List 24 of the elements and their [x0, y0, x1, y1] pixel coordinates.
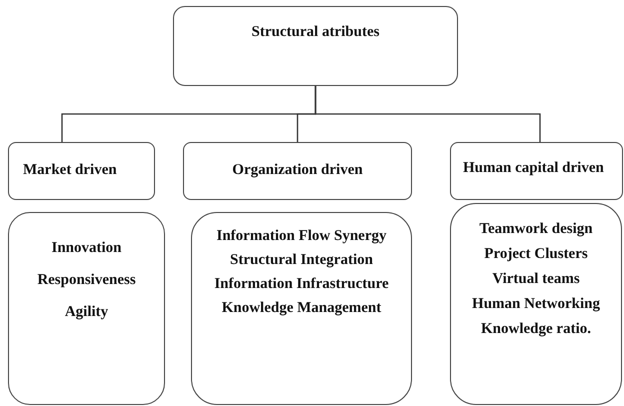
list-item: Innovation [50, 239, 123, 257]
list-box [191, 212, 412, 405]
category-box [173, 6, 458, 86]
list-item: Information Infrastructure [213, 275, 390, 293]
list-item: Teamwork design [478, 220, 594, 238]
category-box [450, 142, 623, 200]
list-item: Virtual teams [491, 270, 581, 288]
list-item: Agility [64, 303, 110, 321]
connector-line [314, 86, 541, 142]
list-item: Project Clusters [483, 245, 589, 263]
list-item: Information Flow Synergy [216, 227, 388, 245]
box-title: Organization driven [231, 161, 364, 179]
category-box [8, 142, 155, 200]
list-item: Human Networking [471, 295, 601, 313]
box-title: Market driven [23, 161, 118, 179]
list-box [8, 212, 165, 405]
category-box [183, 142, 412, 200]
list-box [450, 203, 622, 405]
box-title: Structural atributes [250, 23, 380, 41]
list-item: Knowledge Management [220, 299, 382, 317]
box-title: Human capital driven [463, 159, 605, 177]
list-item: Responsiveness [36, 271, 137, 289]
list-item: Knowledge ratio. [480, 320, 592, 338]
list-item: Structural Integration [229, 251, 374, 269]
